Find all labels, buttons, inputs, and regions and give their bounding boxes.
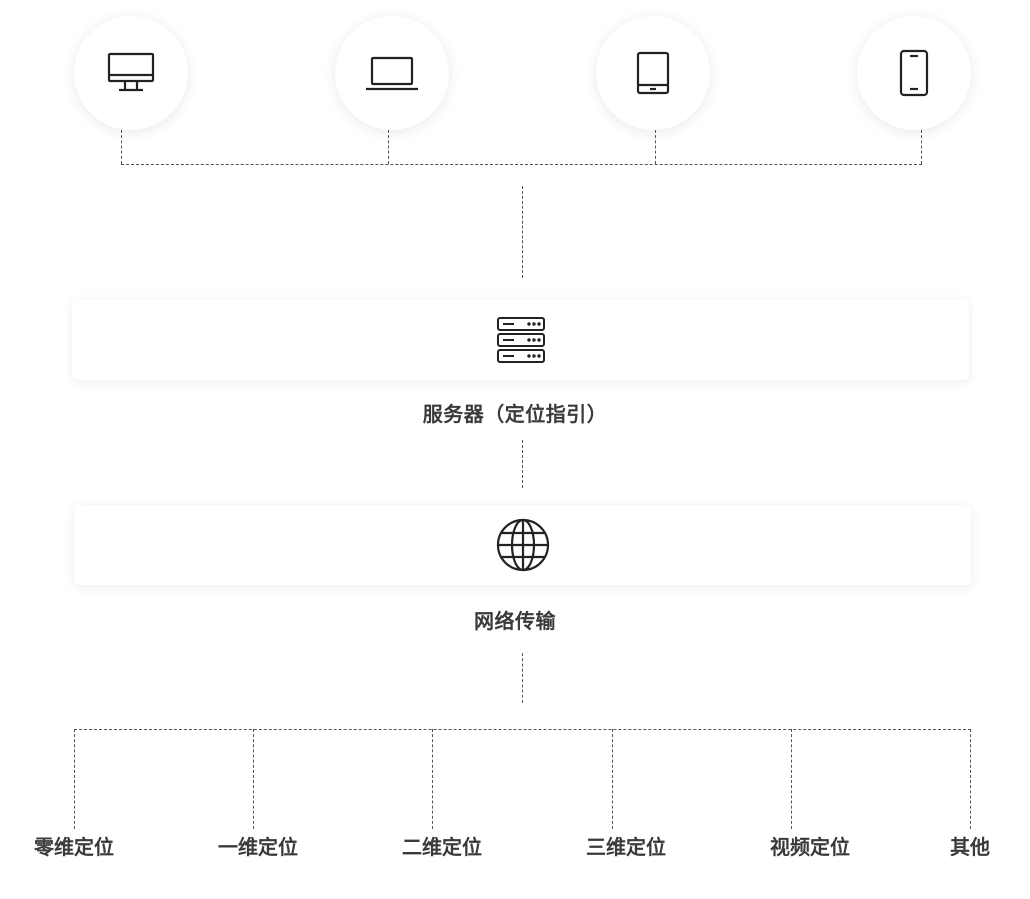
- category-bus-line: [74, 729, 971, 730]
- category-zero-dimensional: 零维定位: [34, 835, 114, 859]
- tablet-icon: [636, 51, 670, 95]
- connector-desktop: [121, 130, 122, 164]
- desktop-device-node: [74, 16, 188, 130]
- connector-category-3: [432, 729, 433, 829]
- laptop-device-node: [335, 16, 449, 130]
- server-card: [72, 300, 969, 380]
- laptop-icon: [366, 56, 418, 91]
- smartphone-icon: [899, 49, 929, 97]
- device-bus-line: [121, 164, 922, 165]
- connector-category-4: [612, 729, 613, 829]
- connector-category-1: [74, 729, 75, 829]
- connector-tablet: [655, 130, 656, 164]
- connector-category-5: [791, 729, 792, 829]
- category-one-dimensional: 一维定位: [218, 835, 298, 859]
- category-three-dimensional: 三维定位: [586, 835, 666, 859]
- category-video: 视频定位: [770, 835, 850, 859]
- connector-laptop: [388, 130, 389, 164]
- connector-network-to-categories: [522, 653, 523, 703]
- desktop-monitor-icon: [107, 52, 155, 92]
- connector-category-6: [970, 729, 971, 829]
- globe-icon: [496, 518, 549, 572]
- server-label: 服务器（定位指引）: [422, 402, 608, 426]
- connector-server-to-network: [522, 440, 523, 488]
- connector-smartphone: [921, 130, 922, 164]
- category-two-dimensional: 二维定位: [402, 835, 482, 859]
- tablet-device-node: [596, 16, 710, 130]
- server-rack-icon: [496, 317, 545, 363]
- smartphone-device-node: [857, 16, 971, 130]
- network-card: [74, 505, 971, 585]
- connector-devices-to-server: [522, 186, 523, 278]
- connector-category-2: [253, 729, 254, 829]
- category-other: 其他: [950, 835, 990, 859]
- network-label: 网络传输: [474, 609, 556, 633]
